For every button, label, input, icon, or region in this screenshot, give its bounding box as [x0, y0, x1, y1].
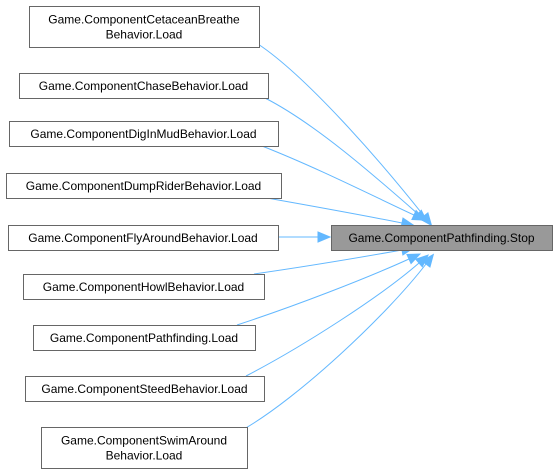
edge-diginmud-to-stop: [261, 145, 427, 221]
node-box[interactable]: [23, 274, 265, 300]
node-label: Behavior.Load: [106, 449, 183, 463]
edge-chase-to-stop: [264, 97, 428, 223]
node-box[interactable]: [25, 376, 265, 402]
node-box[interactable]: [41, 427, 248, 469]
edge-line: [257, 43, 425, 217]
edge-line: [261, 145, 415, 216]
edge-line: [266, 197, 403, 224]
caller-node-dumprider[interactable]: Game.ComponentDumpRiderBehavior.Load: [6, 173, 282, 199]
caller-node-diginmud[interactable]: Game.ComponentDigInMudBehavior.Load: [9, 121, 279, 147]
caller-node-cetacean[interactable]: Game.ComponentCetaceanBreatheBehavior.Lo…: [29, 6, 260, 48]
node-label: Game.ComponentPathfinding.Load: [50, 331, 238, 345]
node-label: Behavior.Load: [106, 28, 183, 42]
edge-cetacean-to-stop: [257, 43, 433, 227]
node-label: Game.ComponentPathfinding.Stop: [348, 231, 534, 245]
edge-line: [264, 97, 419, 215]
edge-line: [253, 249, 403, 275]
node-box[interactable]: [331, 225, 553, 251]
edge-dumprider-to-stop: [266, 197, 416, 229]
edge-flyaround-to-stop: [278, 231, 332, 243]
node-label: Game.ComponentCetaceanBreathe: [48, 13, 240, 27]
caller-node-pathfinding[interactable]: Game.ComponentPathfinding.Load: [33, 325, 256, 351]
edge-line: [243, 263, 427, 430]
caller-node-howl[interactable]: Game.ComponentHowlBehavior.Load: [23, 274, 265, 300]
node-box[interactable]: [8, 225, 279, 251]
node-label: Game.ComponentSteedBehavior.Load: [41, 382, 247, 396]
node-label: Game.ComponentDigInMudBehavior.Load: [30, 127, 256, 141]
arrowhead-icon: [421, 253, 435, 268]
nodes-layer: Game.ComponentCetaceanBreatheBehavior.Lo…: [6, 6, 553, 469]
node-box[interactable]: [9, 121, 279, 147]
caller-node-chase[interactable]: Game.ComponentChaseBehavior.Load: [19, 73, 269, 99]
caller-node-steed[interactable]: Game.ComponentSteedBehavior.Load: [25, 376, 265, 402]
node-box[interactable]: [19, 73, 269, 99]
node-label: Game.ComponentDumpRiderBehavior.Load: [26, 179, 261, 193]
node-label: Game.ComponentSwimAround: [61, 434, 227, 448]
edge-line: [236, 258, 410, 326]
edge-line: [245, 262, 420, 377]
node-box[interactable]: [29, 6, 260, 48]
caller-node-flyaround[interactable]: Game.ComponentFlyAroundBehavior.Load: [8, 225, 279, 251]
arrowhead-icon: [317, 231, 332, 243]
node-box[interactable]: [6, 173, 282, 199]
node-box[interactable]: [33, 325, 256, 351]
node-label: Game.ComponentChaseBehavior.Load: [39, 79, 248, 93]
arrowhead-icon: [411, 209, 427, 221]
edge-swimaround-to-stop: [243, 253, 435, 430]
target-node-stop[interactable]: Game.ComponentPathfinding.Stop: [331, 225, 553, 251]
node-label: Game.ComponentFlyAroundBehavior.Load: [28, 231, 257, 245]
node-label: Game.ComponentHowlBehavior.Load: [43, 280, 244, 294]
